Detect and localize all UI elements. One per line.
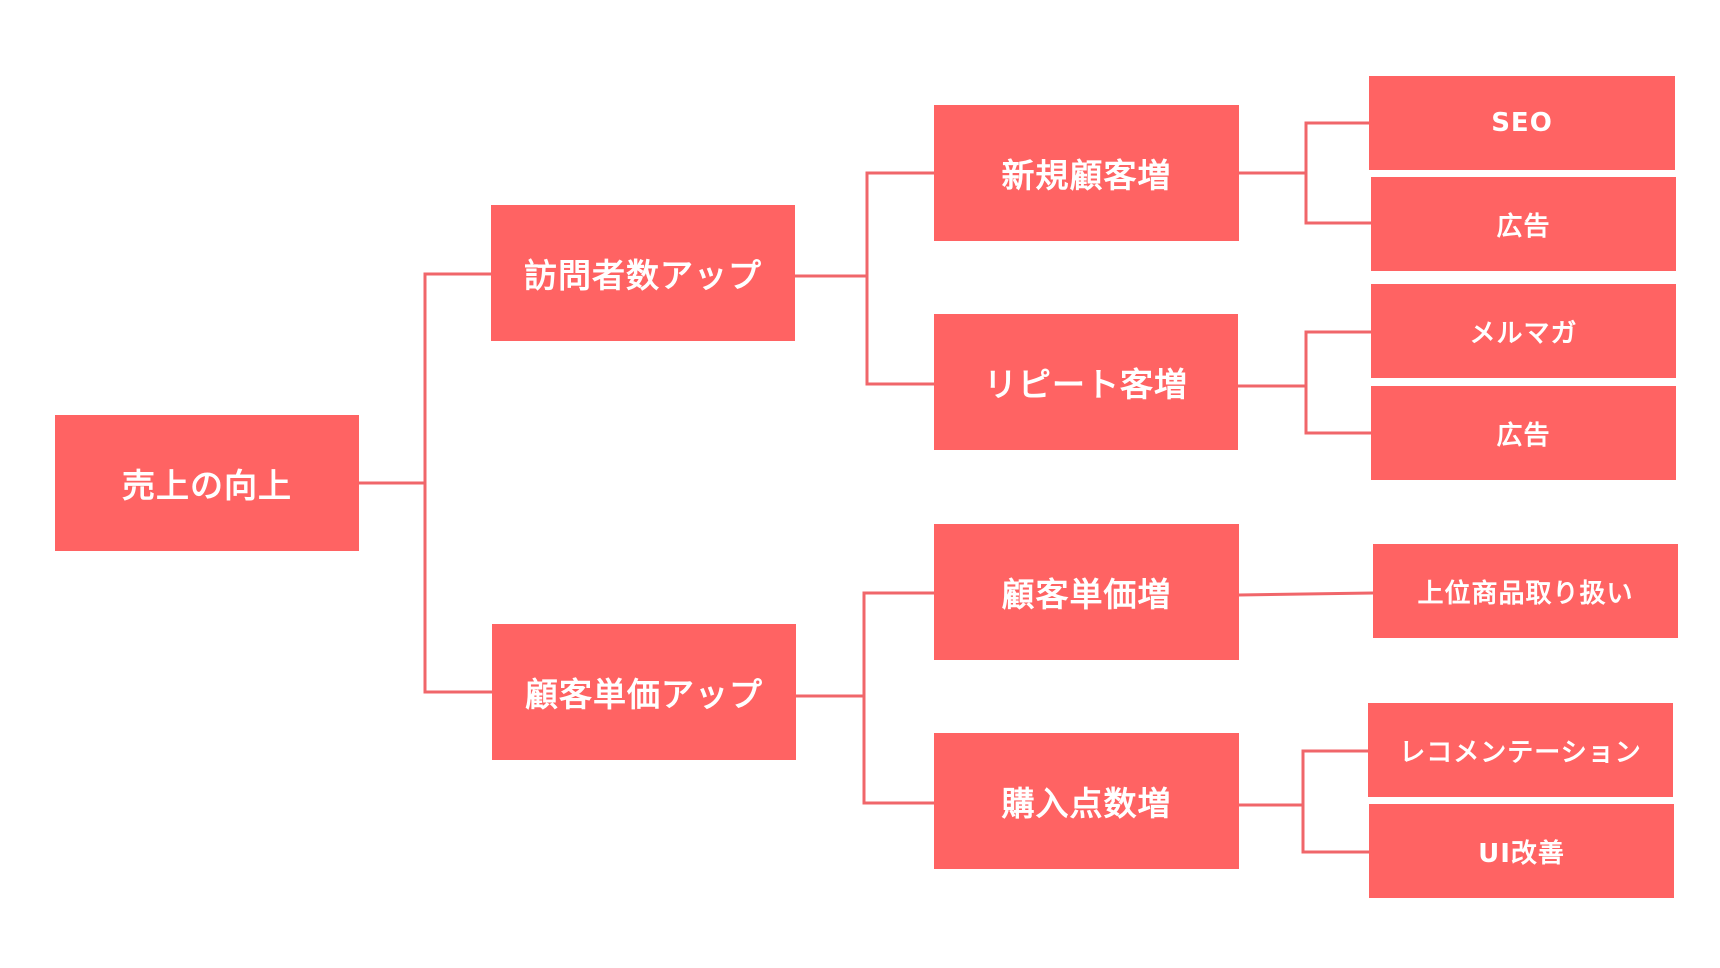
connector-visitors-to-repeat <box>865 276 934 386</box>
node-label: 顧客単価アップ <box>525 675 763 714</box>
connector-repeat-to-ads <box>1304 386 1371 435</box>
node-label: 訪問者数アップ <box>524 256 762 295</box>
node-sales-increase: 売上の向上 <box>55 415 359 551</box>
connector-visitors-to-new <box>795 171 934 278</box>
leaf-premium-products: 上位商品取り扱い <box>1373 544 1678 638</box>
connector-root-to-visitors <box>359 272 491 485</box>
node-visitors-up: 訪問者数アップ <box>491 205 795 341</box>
connector-unit-increase-to-premium <box>1238 591 1374 597</box>
node-label: 顧客単価増 <box>1001 575 1172 614</box>
connector-new-to-seo <box>1239 121 1369 175</box>
node-new-customers: 新規顧客増 <box>934 105 1239 241</box>
node-label: メルマガ <box>1469 318 1578 349</box>
connector-items-to-recommendation <box>1239 749 1368 807</box>
node-label: リピート客増 <box>984 365 1188 404</box>
node-label: 新規顧客増 <box>1001 156 1172 195</box>
connector-unit-price-to-items <box>862 696 934 805</box>
leaf-seo: SEO <box>1369 76 1675 170</box>
node-label: レコメンテーション <box>1399 737 1642 768</box>
connector-new-to-ads <box>1304 173 1371 225</box>
leaf-recommendation: レコメンテーション <box>1368 703 1673 797</box>
node-label: 売上の向上 <box>122 466 292 505</box>
node-label: 広告 <box>1496 211 1551 242</box>
connector-items-to-ui <box>1301 805 1369 854</box>
connector-root-to-unit-price <box>423 483 492 694</box>
leaf-newsletter: メルマガ <box>1371 284 1676 378</box>
node-label: 上位商品取り扱い <box>1417 578 1634 609</box>
node-label: 購入点数増 <box>1001 784 1172 823</box>
leaf-ads-new: 広告 <box>1371 177 1676 271</box>
connector-repeat-to-newsletter <box>1238 330 1371 388</box>
node-label: UI改善 <box>1478 838 1565 869</box>
leaf-ui-improvement: UI改善 <box>1369 804 1674 898</box>
node-unit-price-up: 顧客単価アップ <box>492 624 796 760</box>
node-repeat-customers: リピート客増 <box>934 314 1238 450</box>
node-label: 広告 <box>1496 420 1551 451</box>
node-unit-price-increase: 顧客単価増 <box>934 524 1239 660</box>
node-items-per-purchase: 購入点数増 <box>934 733 1239 869</box>
node-label: SEO <box>1491 108 1553 138</box>
connector-unit-price-to-unit-increase <box>796 591 934 698</box>
leaf-ads-repeat: 広告 <box>1371 386 1676 480</box>
